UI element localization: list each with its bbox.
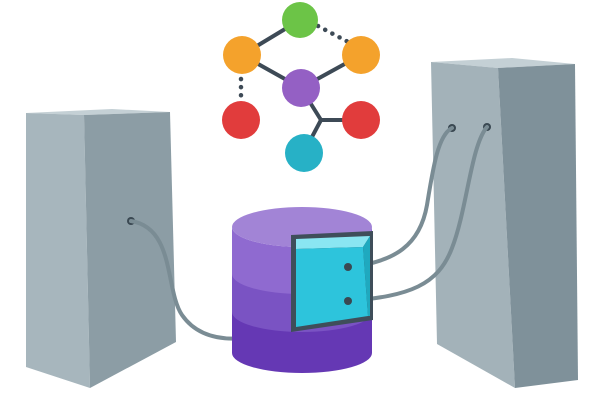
cable-right-lower <box>347 125 489 303</box>
graph-dotted-edges <box>238 23 355 103</box>
db-panel-face <box>296 247 368 327</box>
graph-network-icon <box>222 2 380 172</box>
server-tower-right-icon <box>431 58 578 388</box>
cable-left <box>129 219 247 341</box>
connector-port-icon <box>344 263 352 271</box>
connector-port-icon <box>344 297 352 305</box>
graph-node-purple <box>282 69 320 107</box>
cable-right-upper <box>347 126 454 269</box>
tower-left-top <box>26 109 170 115</box>
tower-right-top <box>431 58 575 68</box>
tower-right-front <box>498 64 578 388</box>
server-tower-left-icon <box>26 109 176 388</box>
database-cylinder-icon <box>232 207 373 373</box>
db-panel-side <box>363 236 370 316</box>
graph-node-red-right <box>342 101 380 139</box>
db-tier-bottom <box>232 310 372 373</box>
db-panel-top <box>296 236 370 249</box>
graph-node-teal <box>285 134 323 172</box>
graph-node-orange-right <box>342 36 380 74</box>
graph-node-orange-left <box>223 36 261 74</box>
cable-icon <box>129 125 489 341</box>
graph-edge-dotted <box>315 23 355 47</box>
graph-node-red-left <box>222 101 260 139</box>
graph-node-green <box>282 2 318 38</box>
tower-left-side <box>84 112 176 388</box>
tower-left-front <box>26 113 90 388</box>
tower-right-side <box>431 62 515 388</box>
